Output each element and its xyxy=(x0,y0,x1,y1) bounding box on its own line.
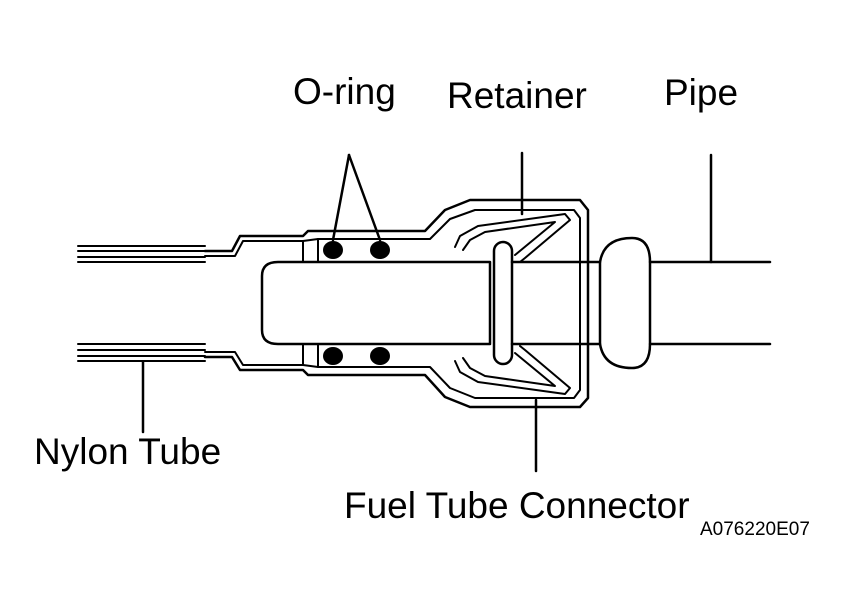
nylon-tube-label: Nylon Tube xyxy=(34,431,221,472)
pipe-bead xyxy=(492,240,514,366)
nylon-tube xyxy=(77,245,206,362)
o-ring-lower-left xyxy=(323,347,343,365)
o-ring-lower-right xyxy=(370,347,390,365)
retainer xyxy=(454,213,571,395)
connector-body xyxy=(203,198,590,409)
pipe xyxy=(260,236,772,370)
leader-lines xyxy=(141,151,713,473)
fuel-tube-connector-label: Fuel Tube Connector xyxy=(344,485,690,526)
o-ring-upper-left xyxy=(323,241,343,259)
figure-code: A076220E07 xyxy=(700,519,810,540)
retainer-label: Retainer xyxy=(447,75,587,116)
o-ring-upper-right xyxy=(370,241,390,259)
o-ring-label: O-ring xyxy=(293,71,396,112)
pipe-label: Pipe xyxy=(664,72,738,113)
o-rings xyxy=(319,241,396,365)
